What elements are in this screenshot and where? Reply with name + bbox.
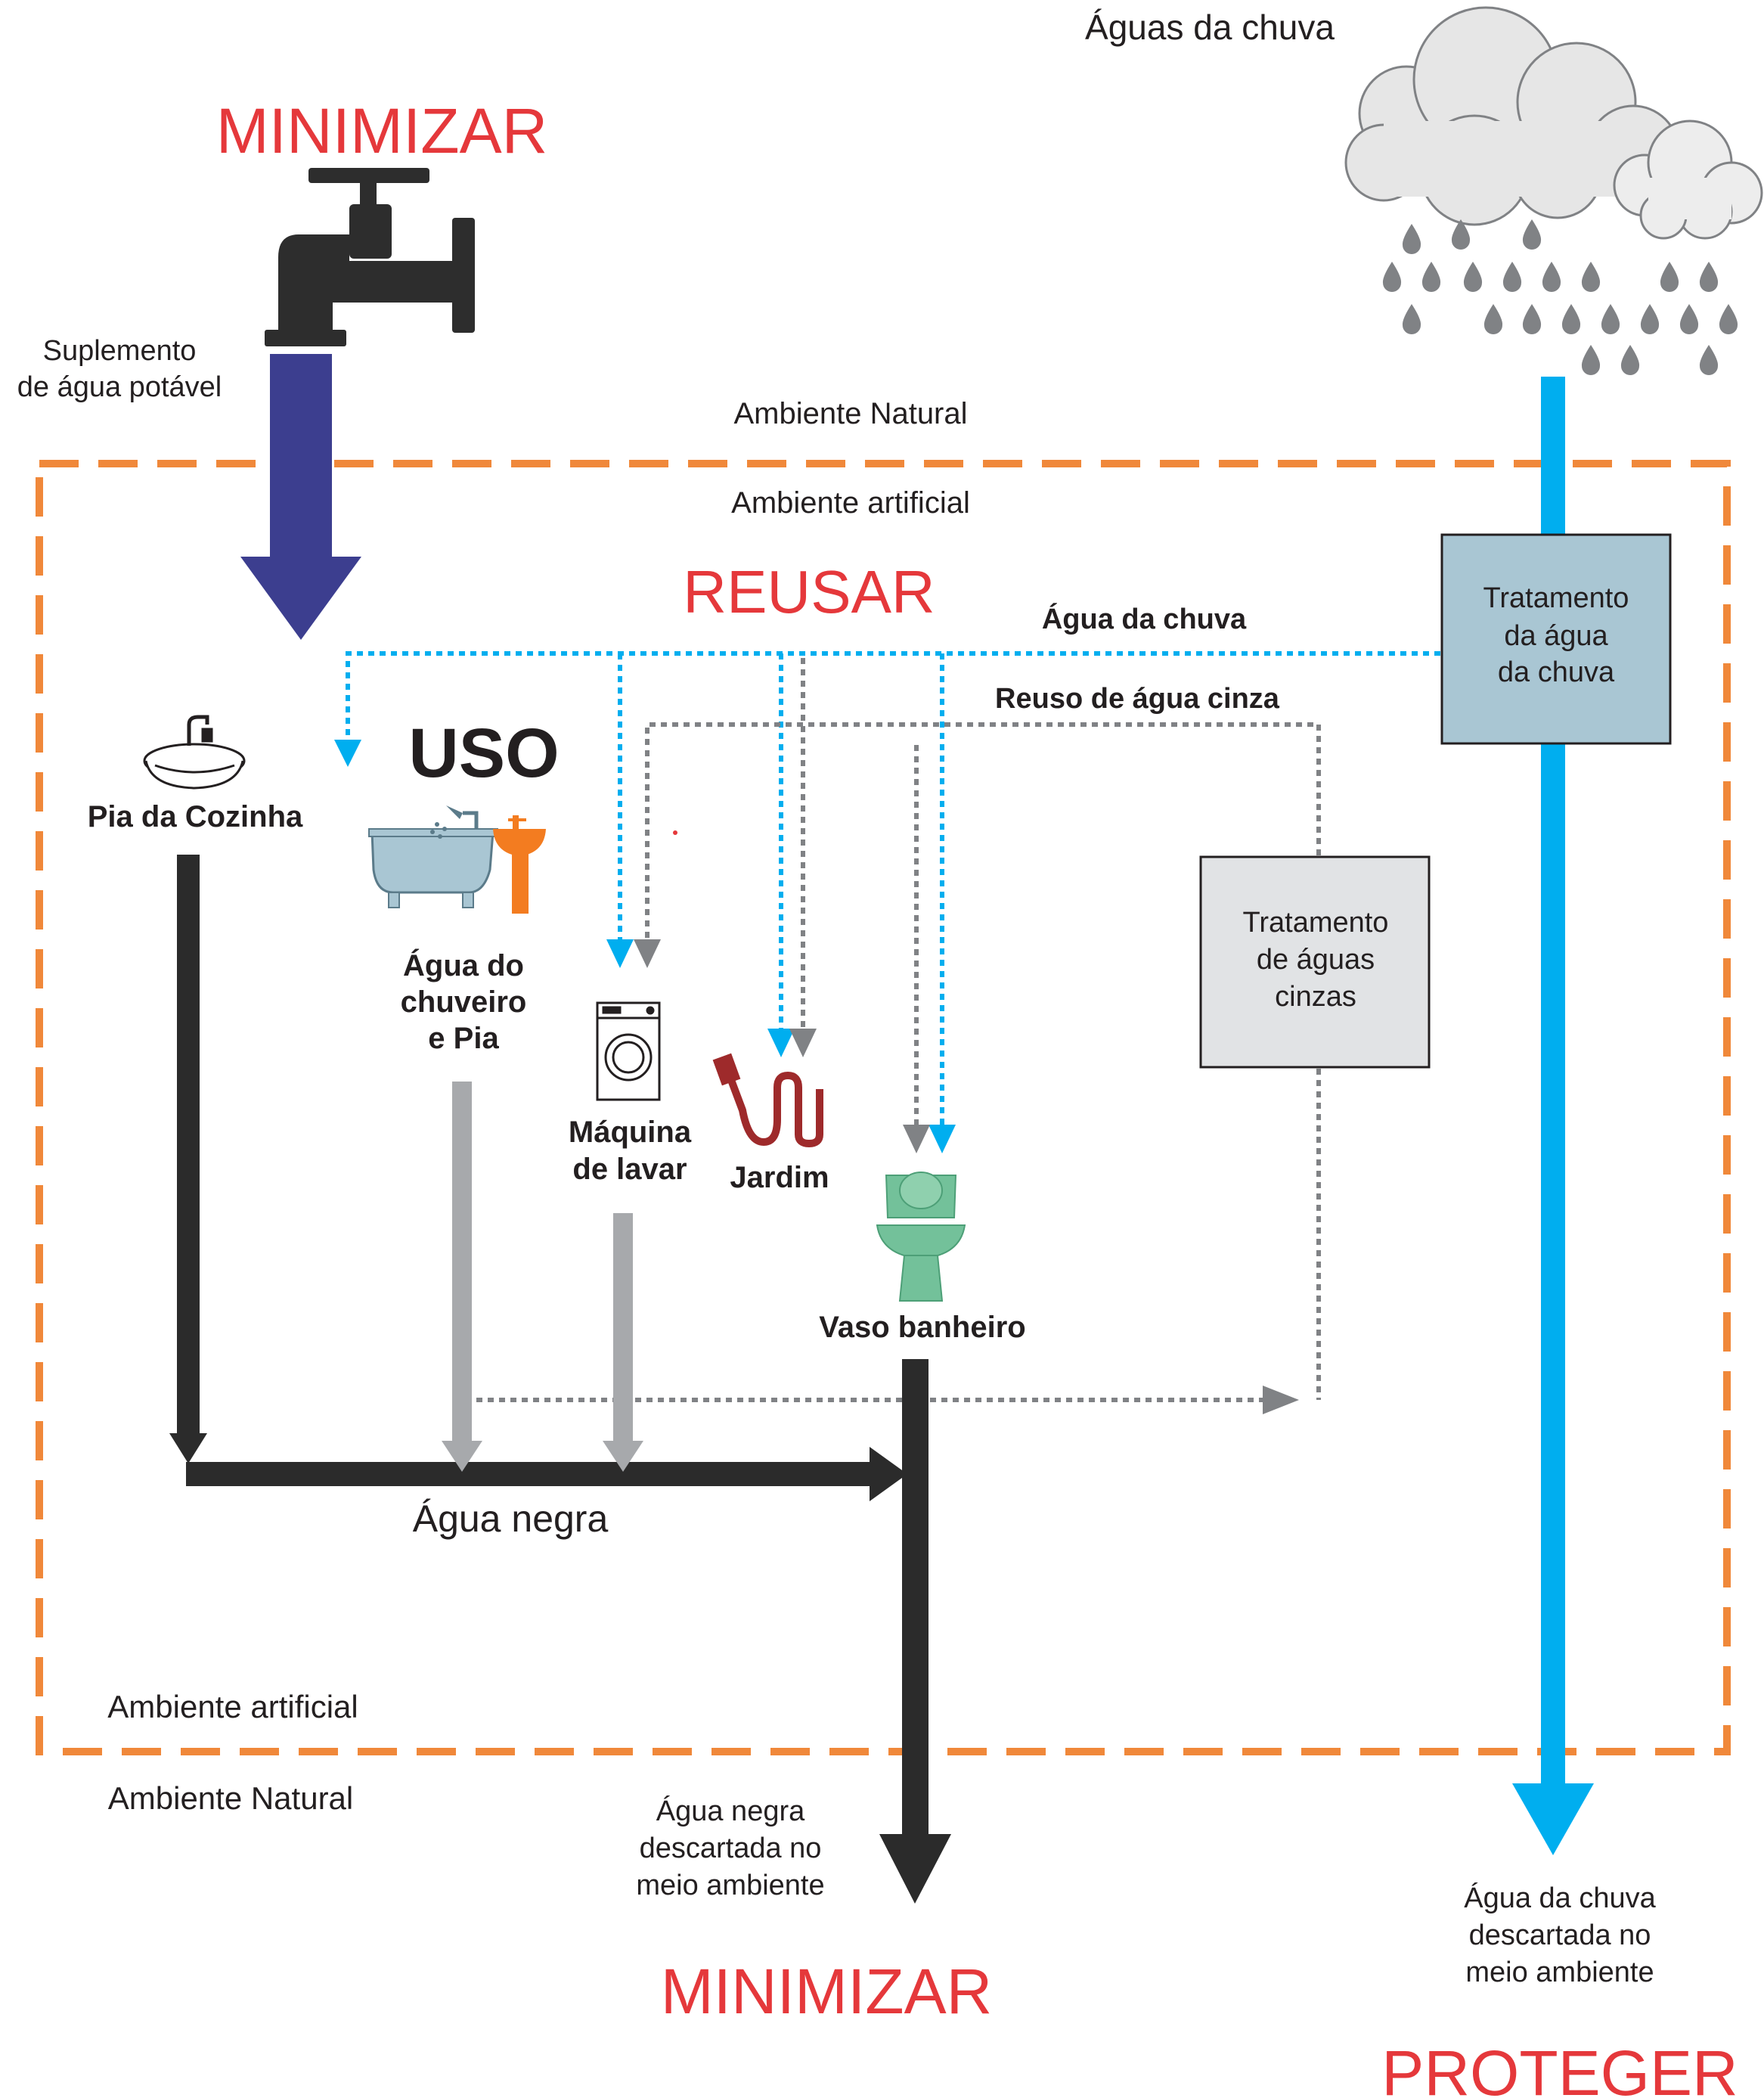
label-shower-1: Água do bbox=[403, 948, 524, 982]
label-kitchen-sink: Pia da Cozinha bbox=[88, 800, 303, 833]
rain-drop bbox=[1581, 345, 1601, 375]
grey-treatment-box bbox=[1199, 855, 1431, 1069]
garden-hose-icon bbox=[712, 1053, 823, 1148]
label-black-out-3: meio ambiente bbox=[636, 1870, 824, 1901]
rain-treatment-box bbox=[1440, 533, 1672, 745]
rain-drop bbox=[1483, 304, 1503, 334]
artificial-environment-boundary bbox=[36, 460, 1731, 1755]
label-rain-out-3: meio ambiente bbox=[1465, 1957, 1654, 1988]
label-black-out-1: Água negra bbox=[656, 1795, 805, 1827]
rain-drop bbox=[1719, 304, 1738, 334]
label-black-out-2: descartada no bbox=[640, 1833, 822, 1864]
rain-drop bbox=[1620, 345, 1640, 375]
grey-treatment-line-2: de águas bbox=[1257, 944, 1375, 976]
potable-water-arrow bbox=[240, 354, 361, 640]
rain-drop bbox=[1522, 304, 1542, 334]
label-washer-1: Máquina bbox=[569, 1116, 692, 1149]
rain-reuse-arrowheads bbox=[334, 740, 956, 1153]
rain-drop bbox=[1502, 262, 1522, 292]
rain-drop bbox=[1382, 262, 1402, 292]
rain-treatment-line-3: da chuva bbox=[1498, 656, 1615, 688]
grey-reuse-arrowheads bbox=[634, 939, 1299, 1414]
label-supply-1: Suplemento bbox=[43, 335, 197, 367]
rain-drops bbox=[1382, 219, 1738, 375]
label-rain-source: Águas da chuva bbox=[1085, 8, 1335, 47]
grey-water-drains bbox=[442, 1082, 643, 1472]
label-washer-2: de lavar bbox=[572, 1153, 687, 1186]
label-grey-reuse: Reuso de água cinza bbox=[995, 683, 1280, 715]
rain-drop bbox=[1522, 219, 1542, 250]
rain-drop bbox=[1451, 219, 1471, 250]
toilet-icon bbox=[876, 1172, 966, 1302]
label-garden: Jardim bbox=[730, 1161, 829, 1194]
label-toilet: Vaso banheiro bbox=[819, 1311, 1025, 1344]
label-natural-bottom: Ambiente Natural bbox=[108, 1780, 354, 1816]
faucet-icon bbox=[265, 168, 475, 346]
heading-minimizar-top: MINIMIZAR bbox=[216, 95, 548, 166]
label-artificial-bottom: Ambiente artificial bbox=[107, 1689, 358, 1724]
rain-drop bbox=[1699, 345, 1719, 375]
bathroom-sink-icon bbox=[493, 815, 546, 914]
label-rain-out-1: Água da chuva bbox=[1464, 1882, 1656, 1914]
label-supply-2: de água potável bbox=[17, 371, 222, 403]
rain-reuse-lines bbox=[346, 651, 1440, 1125]
label-rain-out-2: descartada no bbox=[1469, 1920, 1651, 1951]
bathtub-shower-icon bbox=[368, 805, 498, 908]
rain-treatment-line-1: Tratamento bbox=[1483, 582, 1629, 614]
label-artificial-top: Ambiente artificial bbox=[731, 486, 970, 520]
stray-dot bbox=[673, 830, 677, 835]
heading-uso: USO bbox=[408, 715, 559, 792]
rain-drop bbox=[1601, 304, 1620, 334]
rain-drop bbox=[1640, 304, 1660, 334]
rain-drop bbox=[1402, 304, 1421, 334]
rain-drop bbox=[1581, 262, 1601, 292]
label-natural-top: Ambiente Natural bbox=[733, 397, 967, 430]
label-rain-flow: Água da chuva bbox=[1042, 602, 1247, 635]
kitchen-sink-icon bbox=[143, 715, 246, 790]
grey-reuse-lines bbox=[476, 658, 1321, 1402]
rain-drop bbox=[1699, 262, 1719, 292]
heading-minimizar-bottom: MINIMIZAR bbox=[661, 1956, 993, 2027]
rain-drop bbox=[1542, 262, 1561, 292]
rain-drop bbox=[1463, 262, 1483, 292]
rain-drop bbox=[1660, 262, 1679, 292]
grey-treatment-line-3: cinzas bbox=[1275, 981, 1356, 1013]
rain-cloud-icon bbox=[1344, 6, 1763, 240]
heading-proteger: PROTEGER bbox=[1381, 2037, 1738, 2098]
washing-machine-icon bbox=[596, 1001, 661, 1101]
grey-treatment-line-1: Tratamento bbox=[1243, 907, 1389, 939]
rain-drop bbox=[1402, 224, 1421, 254]
label-shower-2: chuveiro bbox=[401, 985, 527, 1019]
rain-treatment-line-2: da água bbox=[1504, 620, 1608, 652]
rain-drop bbox=[1561, 304, 1581, 334]
heading-reusar: REUSAR bbox=[683, 558, 935, 625]
label-shower-3: e Pia bbox=[428, 1022, 499, 1055]
label-black-water: Água negra bbox=[413, 1497, 609, 1540]
rain-drop bbox=[1421, 262, 1441, 292]
rain-drop bbox=[1679, 304, 1699, 334]
black-water-lines bbox=[169, 855, 951, 1904]
